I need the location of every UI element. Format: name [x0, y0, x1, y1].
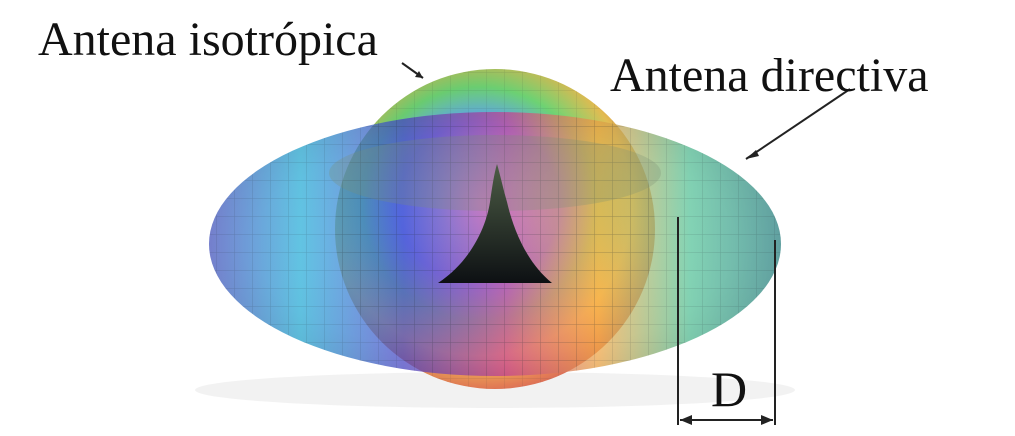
ground-shadow — [195, 372, 795, 408]
directive-antenna-label: Antena directiva — [610, 49, 929, 102]
dimension-label: D — [711, 361, 748, 417]
dimension-left-arrowhead — [680, 415, 692, 425]
center-cusp — [438, 164, 552, 283]
isotropic-antenna-label: Antena isotrópica — [38, 13, 378, 66]
directive-leader-line — [745, 88, 851, 160]
isotropic-arrowhead — [415, 71, 423, 78]
dimension-right-arrowhead — [761, 415, 773, 425]
directive-arrowhead — [746, 150, 759, 159]
